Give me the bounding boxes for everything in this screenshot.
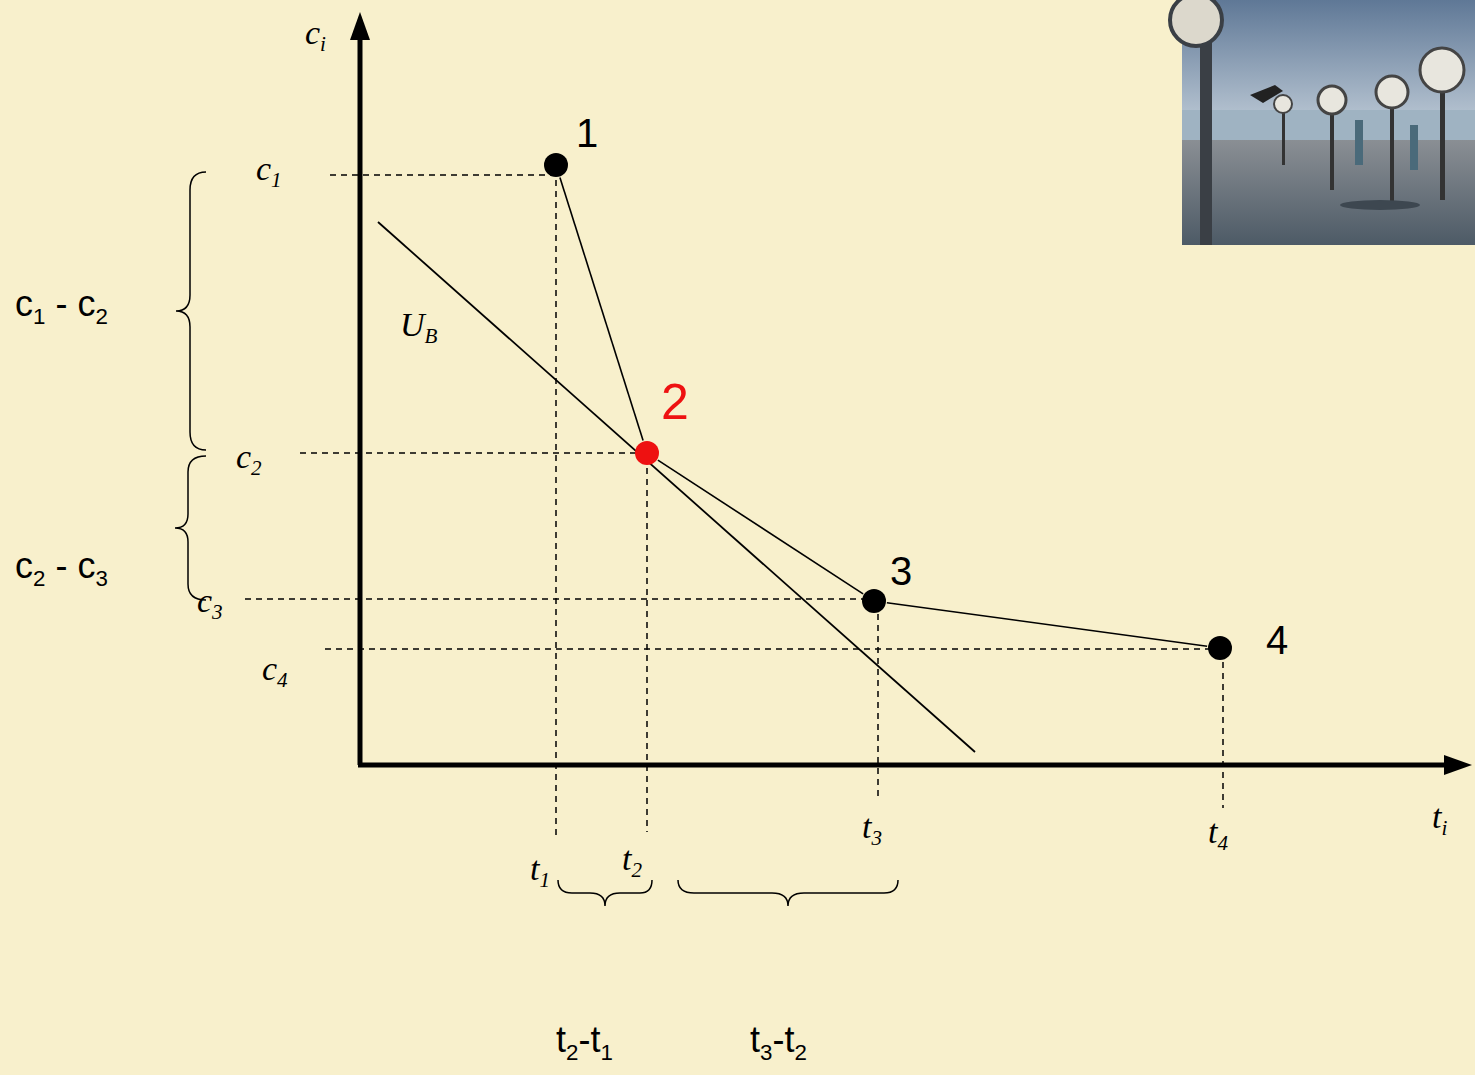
- axis-symbol: t4: [1208, 815, 1228, 849]
- subscript: 3: [871, 826, 882, 850]
- axis-symbol: t3: [862, 810, 882, 844]
- text-part: c: [15, 545, 33, 586]
- text-part: t: [556, 1019, 566, 1060]
- subscript: 1: [539, 868, 550, 892]
- guide-lines: [245, 175, 1223, 838]
- axis-symbol: c2: [236, 440, 262, 474]
- difference-label: c1 - c2: [15, 286, 108, 322]
- point-number: 3: [890, 551, 912, 591]
- axis-symbol: t2: [622, 842, 642, 876]
- curve-segment: [658, 460, 863, 594]
- subscript: i: [320, 32, 326, 56]
- text-part: t: [622, 840, 631, 877]
- bound-line: [378, 222, 975, 752]
- subscript: 4: [277, 668, 288, 692]
- subscript: 2: [95, 304, 107, 329]
- curve-point: 4: [1207, 635, 1233, 661]
- curve-point: 1: [543, 152, 569, 178]
- point-dot: [544, 153, 568, 177]
- axis-symbol: c4: [262, 652, 288, 686]
- subscript: 3: [95, 566, 107, 591]
- text-part: c: [15, 283, 33, 324]
- curve-segment: [887, 603, 1207, 647]
- subscript: 1: [600, 1040, 612, 1065]
- curve-segment: [560, 177, 643, 440]
- text-part: c: [262, 650, 277, 687]
- axis-symbol: c1: [256, 152, 282, 186]
- subscript: 1: [33, 304, 45, 329]
- difference-label: t3-t2: [750, 1022, 807, 1058]
- text-part: - c: [45, 545, 95, 586]
- axis-symbol: ti: [1432, 800, 1447, 834]
- point-dot: [635, 441, 659, 465]
- point-dot: [861, 588, 887, 614]
- point-dot: [1208, 636, 1232, 660]
- point-dot: [862, 589, 886, 613]
- subscript: 2: [794, 1040, 806, 1065]
- subscript: 3: [212, 600, 223, 624]
- subscript: 2: [33, 566, 45, 591]
- difference-label: t2-t1: [556, 1022, 613, 1058]
- text-part: t: [1208, 813, 1217, 850]
- axis-symbol: ci: [305, 16, 326, 50]
- point-number: 2: [661, 377, 689, 427]
- subscript: 2: [566, 1040, 578, 1065]
- subscript: 3: [760, 1040, 772, 1065]
- axis-symbol: UB: [400, 308, 437, 342]
- text-part: c: [197, 582, 212, 619]
- axes: [350, 12, 1472, 775]
- text-part: t: [1432, 798, 1441, 835]
- subscript: 2: [251, 456, 262, 480]
- text-part: c: [256, 150, 271, 187]
- point-number: 4: [1266, 620, 1288, 660]
- difference-label: c2 - c3: [15, 548, 108, 584]
- subscript: 2: [631, 858, 642, 882]
- subscript: i: [1441, 816, 1447, 840]
- brackets: [175, 172, 898, 906]
- text-part: U: [400, 306, 425, 343]
- text-part: c: [305, 14, 320, 51]
- point-dot: [1207, 635, 1233, 661]
- curve-point: 2: [634, 440, 660, 466]
- text-part: t: [862, 808, 871, 845]
- text-part: -t: [772, 1019, 794, 1060]
- text-part: t: [750, 1019, 760, 1060]
- text-part: - c: [45, 283, 95, 324]
- axis-symbol: c3: [197, 584, 223, 618]
- subscript: B: [425, 324, 438, 348]
- text-part: t: [530, 850, 539, 887]
- point-dot: [634, 440, 660, 466]
- subscript: 4: [1217, 831, 1228, 855]
- text-part: c: [236, 438, 251, 475]
- point-dot: [543, 152, 569, 178]
- axis-symbol: t1: [530, 852, 550, 886]
- clock-painting: [1170, 0, 1475, 245]
- text-part: -t: [578, 1019, 600, 1060]
- curve-point: 3: [861, 588, 887, 614]
- subscript: 1: [271, 168, 282, 192]
- point-number: 1: [576, 113, 598, 153]
